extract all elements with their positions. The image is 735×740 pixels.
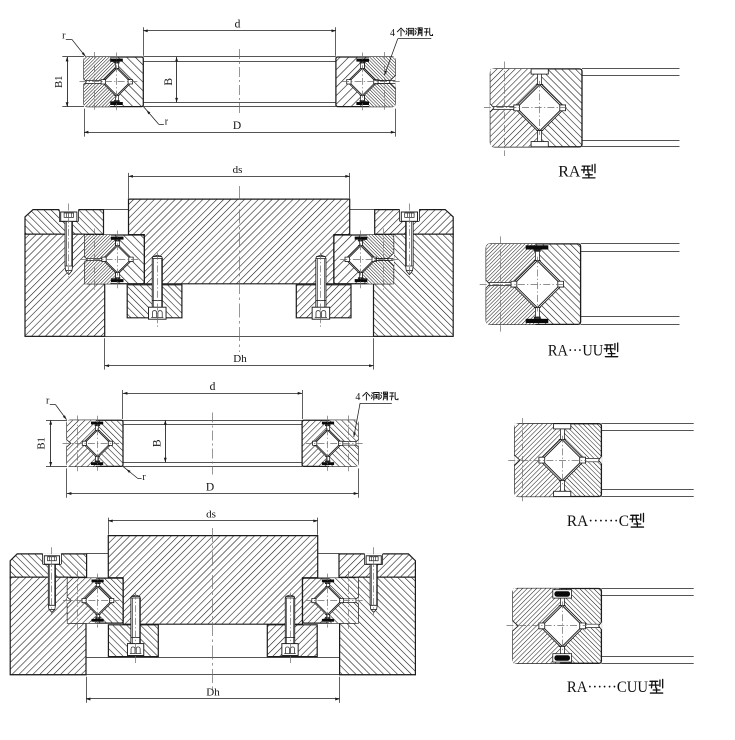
svg-text:RA···UU: RA···UU — [548, 342, 604, 359]
svg-text:d: d — [235, 19, 241, 31]
svg-text:RA: RA — [558, 164, 581, 181]
svg-text:B1: B1 — [36, 437, 47, 449]
svg-text:Dh: Dh — [233, 353, 247, 365]
svg-text:r: r — [46, 396, 50, 407]
svg-text:Dh: Dh — [206, 686, 220, 698]
svg-text:r: r — [142, 472, 146, 483]
svg-text:ds: ds — [233, 164, 243, 176]
svg-text:4: 4 — [355, 392, 360, 403]
svg-text:r: r — [165, 116, 169, 127]
svg-text:r: r — [62, 31, 66, 42]
svg-text:d: d — [210, 381, 216, 393]
svg-text:D: D — [206, 481, 214, 493]
svg-text:4: 4 — [390, 28, 395, 39]
svg-text:ds: ds — [206, 509, 216, 521]
svg-text:D: D — [233, 120, 241, 132]
svg-text:RA······C: RA······C — [567, 513, 629, 530]
svg-text:B1: B1 — [54, 76, 65, 88]
svg-text:B: B — [152, 439, 164, 447]
svg-text:RA······CUU: RA······CUU — [567, 679, 649, 696]
svg-text:B: B — [163, 78, 175, 86]
